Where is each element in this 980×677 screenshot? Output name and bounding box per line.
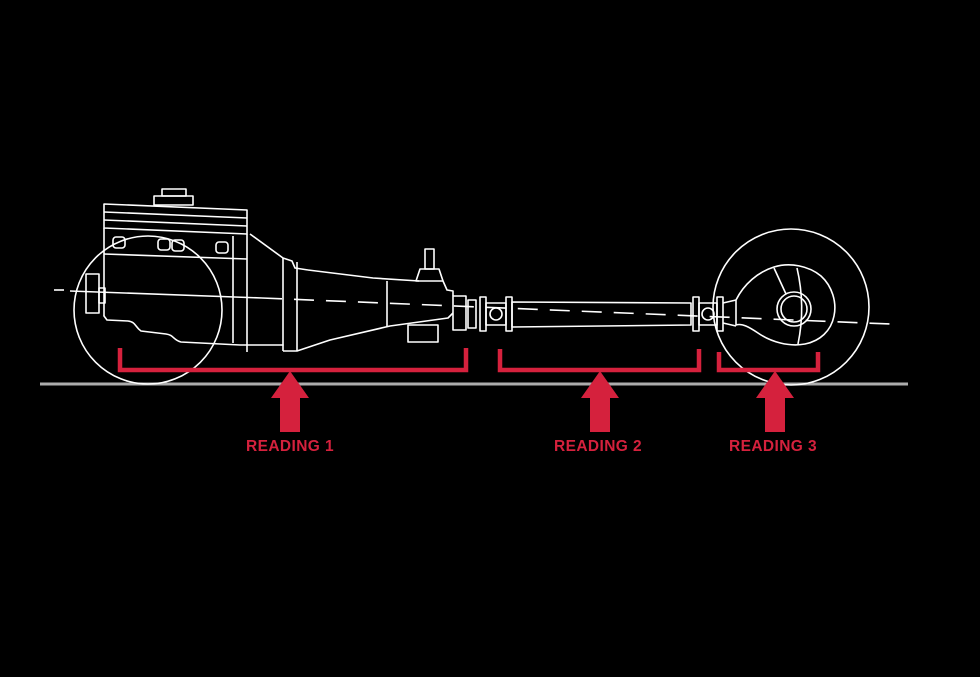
valve-cover-cap (153, 195, 194, 206)
valve-cover (103, 203, 248, 235)
yoke-plate (505, 296, 513, 332)
rear-axle-differential (735, 264, 836, 346)
block-boss (157, 238, 171, 251)
yoke-plate (479, 296, 487, 332)
reading-1-bracket (117, 348, 469, 373)
case-bottom (283, 312, 454, 352)
pinion-stub (722, 322, 737, 327)
axle-hub-outer (776, 291, 812, 327)
u-joint-rear (692, 296, 737, 332)
shifter-base (415, 268, 444, 282)
cover-flange-line (796, 267, 803, 345)
valve-cover-ridge (103, 211, 248, 219)
block-boss (112, 236, 126, 249)
pinion-stub (722, 299, 737, 304)
reading-1-label: READING 1 (245, 438, 335, 455)
transmission (282, 248, 467, 352)
pulley-hub (98, 287, 106, 304)
housing-rib (773, 267, 787, 295)
reading-2-bracket (497, 349, 702, 373)
valve-cover-ridge (103, 219, 248, 227)
bellhousing-top-slant (249, 233, 309, 271)
driveline-centerline (54, 289, 891, 325)
oil-filler-cap (161, 188, 187, 197)
transmission-mount (407, 324, 439, 343)
measurement-brackets (117, 348, 821, 373)
rear-wheel-circle (712, 228, 870, 386)
block-boss (215, 241, 229, 254)
differential-housing (735, 264, 836, 346)
crank-pulley (85, 273, 100, 314)
output-spacer (467, 299, 477, 329)
reading-2-label: READING 2 (553, 438, 643, 455)
u-joint-cross (489, 307, 503, 321)
engine (85, 188, 309, 352)
front-wheel-circle (73, 235, 223, 385)
u-joint-cross (701, 307, 715, 321)
reading-3-label: READING 3 (728, 438, 818, 455)
tail-housing-top (442, 280, 454, 296)
yoke-body (485, 302, 507, 326)
oil-pan (103, 315, 284, 346)
centerline-solid (69, 290, 263, 299)
driveshaft-tube (511, 301, 692, 328)
yoke-plate (692, 296, 700, 332)
shifter-stick (424, 248, 435, 270)
block-deck-line (103, 253, 248, 260)
tail-flange (452, 295, 467, 331)
case-top (307, 269, 420, 282)
reading-arrows (271, 371, 794, 432)
block-boss (171, 239, 185, 252)
yoke-plate (716, 296, 724, 332)
u-joint-front (467, 296, 513, 332)
reading-3-bracket (716, 352, 821, 373)
reading-1-up-arrow-icon (271, 371, 309, 432)
axle-hub-inner (780, 295, 808, 323)
reading-2-up-arrow-icon (581, 371, 619, 432)
reading-3-up-arrow-icon (756, 371, 794, 432)
